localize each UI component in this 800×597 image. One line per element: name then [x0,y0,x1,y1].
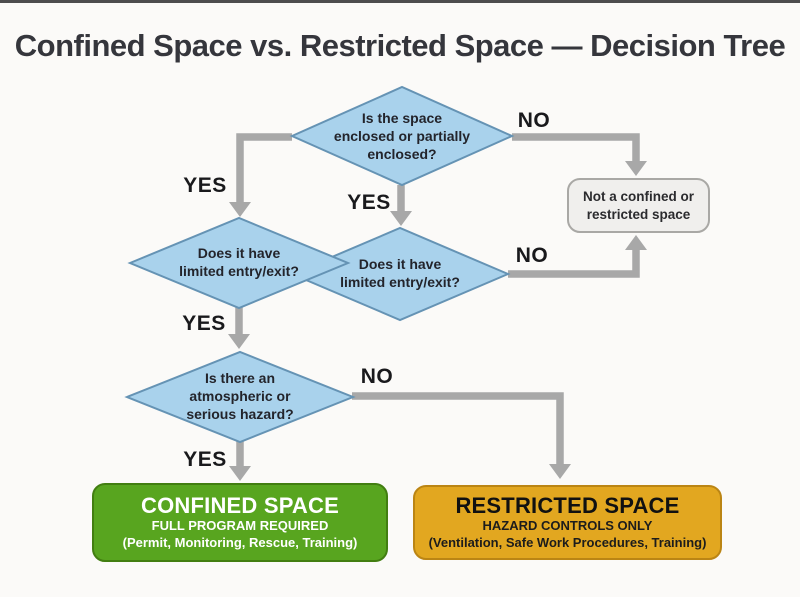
arrowhead-notspace-bottom [625,235,647,250]
connector-yes-to-left-diamond [236,133,292,202]
not-a-space-box: Not a confined or restricted space [567,178,710,233]
diamond-limited-entry-left [127,216,351,310]
diamond-enclosed-question [289,85,515,187]
not-a-space-label: Not a confined or restricted space [583,188,694,222]
diamond-limited-entry-center [289,226,511,322]
restricted-space-title: RESTRICTED SPACE [455,492,680,518]
arrowhead-notspace-top [625,161,647,176]
edge-label-no-hazard: NO [360,365,394,388]
edge-label-yes-down: YES [347,191,391,214]
confined-space-box: CONFINED SPACE FULL PROGRAM REQUIRED (Pe… [92,483,388,562]
diamond-hazard-question [124,350,356,444]
restricted-space-line2: (Ventilation, Safe Work Procedures, Trai… [428,535,707,551]
top-edge-line [0,0,800,3]
connector-no-to-restricted [352,392,564,464]
arrowhead-confined-box [229,466,251,481]
confined-space-title: CONFINED SPACE [141,492,339,518]
connector-no-to-notspace-top [512,133,640,161]
edge-label-no-top: NO [517,109,551,132]
confined-space-line2: (Permit, Monitoring, Rescue, Training) [122,535,358,551]
arrowhead-hazard-diamond [228,334,250,349]
arrowhead-center-diamond [390,211,412,226]
edge-label-yes-left-down: YES [182,312,226,335]
arrowhead-left-diamond [229,202,251,217]
restricted-space-box: RESTRICTED SPACE HAZARD CONTROLS ONLY (V… [413,485,722,560]
connector-no-to-notspace-bottom [508,250,640,278]
edge-label-no-center: NO [515,244,549,267]
edge-label-yes-hazard: YES [183,448,227,471]
arrowhead-restricted-box [549,464,571,479]
restricted-space-line1: HAZARD CONTROLS ONLY [482,518,653,534]
confined-space-line1: FULL PROGRAM REQUIRED [151,518,329,534]
edge-label-yes-left: YES [183,174,227,197]
page-title: Confined Space vs. Restricted Space — De… [14,28,786,63]
